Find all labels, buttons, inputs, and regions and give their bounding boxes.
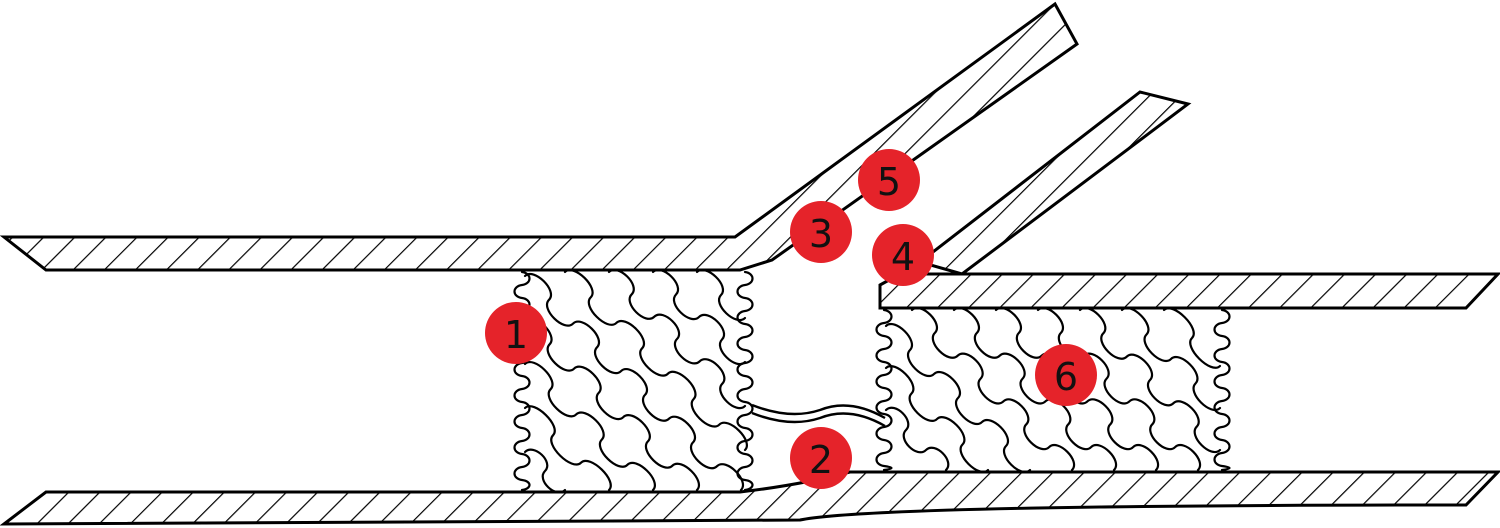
marker-4-label: 4 [891, 235, 915, 279]
stent-right-edge-wire-right [1213, 308, 1231, 472]
stent-left-cell-wire [523, 317, 700, 492]
side-branch-upper-wall [916, 90, 1192, 276]
marker-2: 2 [790, 427, 852, 489]
marker-3-label: 3 [809, 212, 833, 256]
marker-5-label: 5 [877, 160, 901, 204]
stent-right-cell-wire [884, 365, 990, 473]
stent-right-cell-wire [1162, 307, 1222, 369]
stent-connector-strut [751, 403, 886, 420]
stent-right-cell-wire [952, 306, 1118, 472]
stent-left-cell-wire [523, 405, 612, 492]
marker-4-circle [872, 224, 934, 286]
stent-left-cell-wire [563, 269, 748, 452]
marker-1-circle [485, 302, 547, 364]
stent-left-cell-wire [523, 448, 567, 494]
stent-right-cell-wire [1036, 306, 1202, 472]
marker-3-circle [790, 201, 852, 263]
stent-left-edge-wire-right [736, 270, 754, 492]
main-vessel-upper-wall [0, 1, 1079, 272]
stent-connector-strut-inner [751, 411, 886, 428]
stent-left-cell-wire [523, 272, 745, 492]
marker-6-label: 6 [1054, 355, 1078, 399]
stent-left-segment [513, 268, 754, 494]
stent-right-cell-wire [910, 306, 1076, 472]
marker-2-circle [790, 427, 852, 489]
main-vessel-lower-right-wall [878, 272, 1500, 310]
stent-left-cell-wire [523, 361, 656, 492]
marker-6-circle [1035, 344, 1097, 406]
stent-left-cell-wire [695, 268, 747, 322]
marker-6: 6 [1035, 344, 1097, 406]
marker-2-label: 2 [809, 438, 833, 482]
main-vessel-lower-wall [0, 470, 1500, 526]
stent-right-segment [875, 306, 1231, 474]
stent-right-edge-wire [875, 308, 893, 472]
marker-3: 3 [790, 201, 852, 263]
stent-right-cell-wire [1120, 307, 1222, 411]
marker-1: 1 [485, 302, 547, 364]
marker-4: 4 [872, 224, 934, 286]
stent-right-cell-wire [1078, 306, 1222, 454]
marker-5: 5 [858, 149, 920, 211]
stent-right-cell-wire [884, 322, 1032, 474]
marker-5-circle [858, 149, 920, 211]
stent-left-cell-wire [607, 268, 747, 410]
stent-left-cell-wire [651, 268, 747, 366]
stent-right-cell-wire [884, 406, 950, 472]
marker-1-label: 1 [504, 313, 528, 357]
